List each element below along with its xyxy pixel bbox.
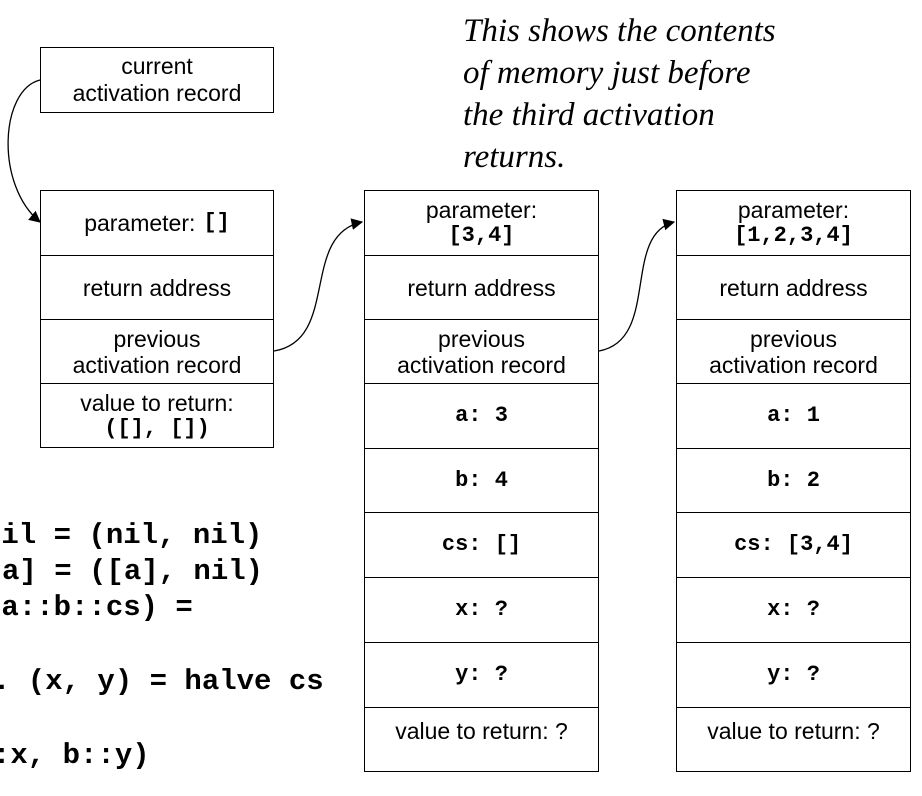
- record2-value-to-return-label: value to return: ?: [395, 717, 568, 744]
- current-box-line2: activation record: [72, 80, 242, 106]
- record3-value-to-return: value to return: ?: [677, 708, 910, 753]
- record2-param-label: parameter:: [425, 197, 538, 223]
- code-line-5: :x, b::y): [0, 739, 150, 772]
- record1-value-label: value to return:: [80, 389, 234, 416]
- record3-return-address-label: return address: [719, 274, 868, 301]
- record3-param-label: parameter:: [737, 197, 850, 223]
- note-line-2: of memory just before: [463, 55, 751, 91]
- record3-value-to-return-label: value to return: ?: [707, 717, 880, 744]
- record3-param-value: [1,2,3,4]: [734, 223, 853, 248]
- record3-a-value: a: 1: [767, 403, 820, 428]
- record3-b: b: 2: [677, 449, 910, 513]
- record3-cs: cs: [3,4]: [677, 513, 910, 578]
- record2-y: y: ?: [365, 643, 598, 708]
- note-line-1: This shows the contents: [463, 13, 776, 49]
- record2-previous-arrow: [598, 218, 676, 352]
- record3-x: x: ?: [677, 578, 910, 643]
- current-activation-record-box: current activation record: [40, 47, 274, 113]
- record1-previous-line1: previous: [113, 325, 201, 352]
- record3-y: y: ?: [677, 643, 910, 708]
- activation-record-1: parameter: [] return address previous ac…: [40, 190, 274, 448]
- record2-return-address: return address: [365, 256, 598, 320]
- record2-a: a: 3: [365, 384, 598, 449]
- note-line-3: the third activation: [463, 97, 715, 133]
- record1-previous-line2: activation record: [72, 351, 242, 378]
- record1-previous-arrow: [273, 218, 364, 352]
- record2-value-to-return: value to return: ?: [365, 708, 598, 753]
- record1-param-value: []: [203, 210, 230, 235]
- record1-previous: previous activation record: [41, 320, 273, 384]
- record3-previous-line2: activation record: [709, 351, 878, 378]
- record3-previous: previous activation record: [677, 320, 910, 384]
- record1-value-value: ([], []): [104, 415, 210, 441]
- record3-previous-line1: previous: [750, 325, 837, 352]
- record2-previous-line1: previous: [438, 325, 525, 352]
- record3-y-value: y: ?: [767, 662, 820, 687]
- record3-a: a: 1: [677, 384, 910, 449]
- record3-cs-value: cs: [3,4]: [734, 532, 853, 557]
- record2-parameter: parameter: [3,4]: [365, 191, 598, 256]
- memory-note: This shows the contents of memory just b…: [463, 10, 903, 178]
- record1-param-label: parameter:: [84, 210, 196, 236]
- record2-param-value: [3,4]: [448, 223, 515, 248]
- record2-previous-line2: activation record: [397, 351, 566, 378]
- record3-parameter: parameter: [1,2,3,4]: [677, 191, 910, 256]
- record2-return-address-label: return address: [407, 274, 556, 301]
- record3-x-value: x: ?: [767, 597, 820, 622]
- record1-value-to-return: value to return: ([], []): [41, 384, 273, 447]
- code-line-1: nil = (nil, nil): [0, 519, 263, 552]
- record1-return-address: return address: [41, 256, 273, 320]
- current-box-line1: current: [121, 53, 193, 79]
- record2-cs-value: cs: []: [441, 532, 522, 557]
- current-pointer-arrow: [7, 79, 41, 223]
- record3-return-address: return address: [677, 256, 910, 320]
- code-line-4: . (x, y) = halve cs: [0, 665, 324, 698]
- activation-record-3: parameter: [1,2,3,4] return address prev…: [676, 190, 911, 772]
- record2-y-value: y: ?: [455, 662, 508, 687]
- record2-a-value: a: 3: [455, 403, 508, 428]
- record2-b: b: 4: [365, 449, 598, 513]
- record3-b-value: b: 2: [767, 467, 820, 493]
- record2-cs: cs: []: [365, 513, 598, 578]
- activation-record-2: parameter: [3,4] return address previous…: [364, 190, 599, 772]
- record2-previous: previous activation record: [365, 320, 598, 384]
- record2-x: x: ?: [365, 578, 598, 643]
- record1-parameter: parameter: []: [41, 191, 273, 256]
- record2-x-value: x: ?: [455, 597, 508, 622]
- note-line-4: returns.: [463, 139, 566, 175]
- record2-b-value: b: 4: [455, 467, 508, 493]
- record1-return-address-label: return address: [82, 274, 232, 301]
- code-line-2: a] = ([a], nil): [2, 555, 264, 588]
- code-line-3: (a::b::cs) =: [0, 591, 193, 624]
